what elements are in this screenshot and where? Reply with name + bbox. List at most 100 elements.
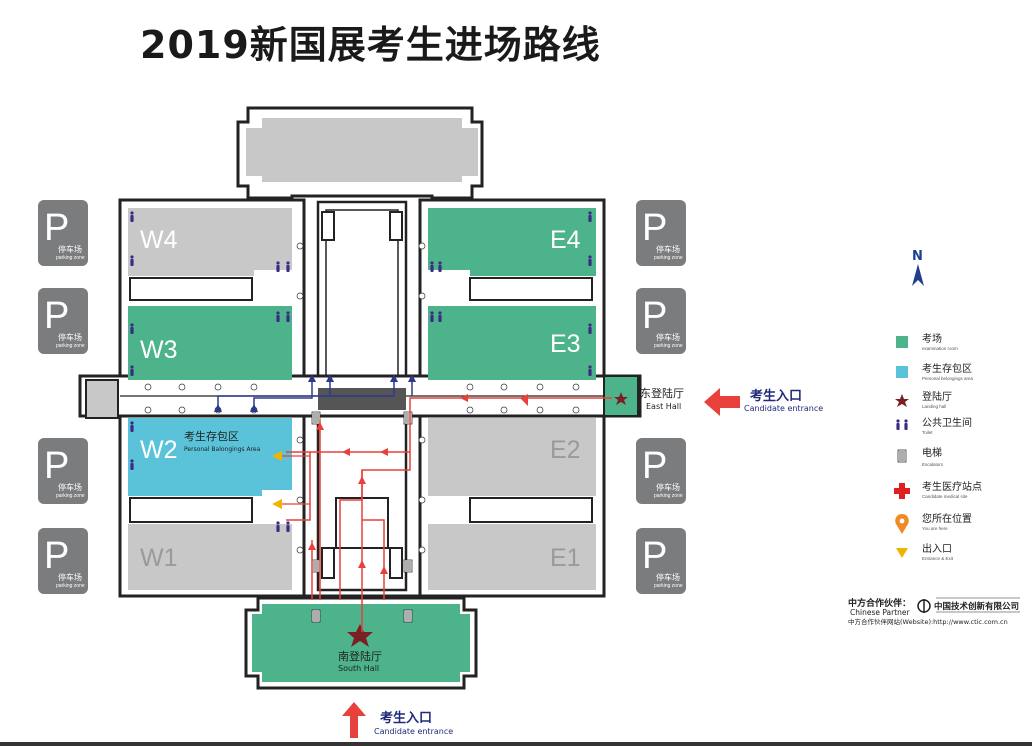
west-halls (128, 208, 292, 590)
svg-text:P: P (642, 295, 667, 337)
south-hall-cn: 南登陆厅 (338, 649, 382, 663)
hall-w1-label: W1 (140, 544, 178, 572)
legend-4-cn: 电梯 (922, 446, 942, 459)
legend-1-cn: 考生存包区 (922, 362, 972, 375)
legend-0-en: examination room (922, 346, 958, 351)
legend: 考场 examination room 考生存包区 Personal belon… (894, 332, 982, 561)
svg-text:P: P (44, 295, 69, 337)
legend-toilet-icon (896, 419, 908, 430)
legend-7-cn: 出入口 (922, 542, 952, 555)
east-entrance-cn: 考生入口 (750, 388, 802, 404)
svg-text:parking zone: parking zone (56, 493, 85, 499)
page-title: 2019新国展考生进场路线 (140, 23, 601, 67)
legend-escalator-icon (897, 449, 907, 463)
parking-ne-2: P 停车场 parking zone (636, 288, 686, 354)
legend-6-en: You are here (922, 526, 948, 531)
legend-star-icon (895, 394, 909, 407)
svg-text:停车场: 停车场 (58, 482, 82, 492)
parking-sw-1: P 停车场 parking zone (38, 438, 88, 504)
hall-e2[interactable] (428, 418, 596, 496)
legend-cross-icon (894, 483, 910, 499)
south-landing-hall[interactable] (252, 604, 470, 682)
legend-4-en: Escalators (922, 462, 944, 467)
svg-text:parking zone: parking zone (654, 343, 683, 349)
legend-2-en: Landing hall (922, 404, 946, 409)
hall-w2[interactable] (128, 418, 292, 496)
partner-name: 中国技术创新有限公司 (934, 601, 1019, 612)
parking-zones: P 停车场 parking zone P 停车场 parking zone P … (38, 200, 686, 594)
legend-pin-icon (895, 514, 909, 534)
south-entrance-cn: 考生入口 (380, 710, 432, 726)
svg-text:P: P (44, 207, 69, 249)
partner-label-cn: 中方合作伙伴： (848, 597, 911, 609)
svg-text:停车场: 停车场 (58, 332, 82, 342)
parking-nw-2: P 停车场 parking zone (38, 288, 88, 354)
yellow-lead-lines (282, 455, 310, 505)
hall-e4-label: E4 (550, 226, 581, 254)
blue-route (217, 380, 413, 408)
bottom-border (0, 742, 1032, 746)
hall-e3[interactable] (428, 306, 596, 380)
compass-label: N (912, 249, 923, 264)
south-entrance-en: Candidate entrance (374, 727, 453, 736)
svg-text:parking zone: parking zone (56, 343, 85, 349)
hall-e3-label: E3 (550, 330, 581, 358)
legend-3-cn: 公共卫生间 (922, 416, 972, 429)
svg-text:停车场: 停车场 (58, 244, 82, 254)
hall-w3[interactable] (128, 306, 292, 380)
hall-w1[interactable] (128, 524, 292, 590)
partner-website: 中方合作伙伴网站(Website):http://www.ctic.com.cn (848, 617, 1008, 626)
legend-2-cn: 登陆厅 (922, 390, 952, 403)
hall-w4[interactable] (128, 208, 292, 276)
red-arrowheads (308, 394, 528, 574)
south-hall-star-icon (347, 624, 373, 647)
belongings-area-cn: 考生存包区 (184, 429, 239, 443)
legend-triangle-icon (896, 548, 908, 558)
partner-label-en: Chinese Partner (850, 608, 911, 617)
east-entrance-arrow-icon (704, 388, 740, 416)
svg-text:P: P (642, 207, 667, 249)
legend-7-en: Entrance & Exit (922, 556, 954, 561)
svg-text:P: P (44, 535, 69, 577)
hall-w2-label: W2 (140, 436, 178, 464)
parking-ne-1: P 停车场 parking zone (636, 200, 686, 266)
legend-5-cn: 考生医疗站点 (922, 480, 982, 493)
compass-icon: N (912, 249, 924, 286)
hall-w4-label: W4 (140, 226, 178, 254)
east-entrance-en: Candidate entrance (744, 404, 823, 413)
blue-arrowheads (214, 374, 416, 412)
hall-e4[interactable] (428, 208, 596, 276)
svg-text:parking zone: parking zone (654, 493, 683, 499)
hall-e1[interactable] (428, 524, 596, 590)
exit-triangle-icons (272, 451, 282, 509)
svg-text:停车场: 停车场 (656, 332, 680, 342)
svg-text:parking zone: parking zone (56, 255, 85, 261)
parking-se-1: P 停车场 parking zone (636, 438, 686, 504)
east-hall-star-icon (614, 392, 628, 405)
svg-text:停车场: 停车场 (58, 572, 82, 582)
svg-text:parking zone: parking zone (654, 255, 683, 261)
parking-se-2: P 停车场 parking zone (636, 528, 686, 594)
svg-text:P: P (642, 445, 667, 487)
partner-block: 中方合作伙伴： Chinese Partner 中国技术创新有限公司 中方合作伙… (848, 597, 1020, 626)
east-hall-cn: 东登陆厅 (640, 386, 684, 400)
legend-0-cn: 考场 (922, 332, 942, 345)
legend-belongings-swatch (896, 366, 908, 378)
svg-text:停车场: 停车场 (656, 244, 680, 254)
hall-e1-label: E1 (550, 544, 581, 572)
parking-nw-1: P 停车场 parking zone (38, 200, 88, 266)
south-entrance-arrow-icon (342, 702, 366, 738)
svg-text:parking zone: parking zone (56, 583, 85, 589)
south-hall-en: South Hall (338, 664, 379, 673)
svg-text:停车场: 停车场 (656, 482, 680, 492)
legend-5-en: Candidate medical site (922, 494, 968, 499)
svg-text:parking zone: parking zone (654, 583, 683, 589)
legend-1-en: Personal belongings area (922, 376, 974, 381)
east-halls (428, 208, 596, 590)
hall-w3-label: W3 (140, 336, 178, 364)
legend-6-cn: 您所在位置 (922, 512, 972, 525)
legend-3-en: Toilet (922, 430, 933, 435)
hall-e2-label: E2 (550, 436, 581, 464)
svg-text:P: P (642, 535, 667, 577)
